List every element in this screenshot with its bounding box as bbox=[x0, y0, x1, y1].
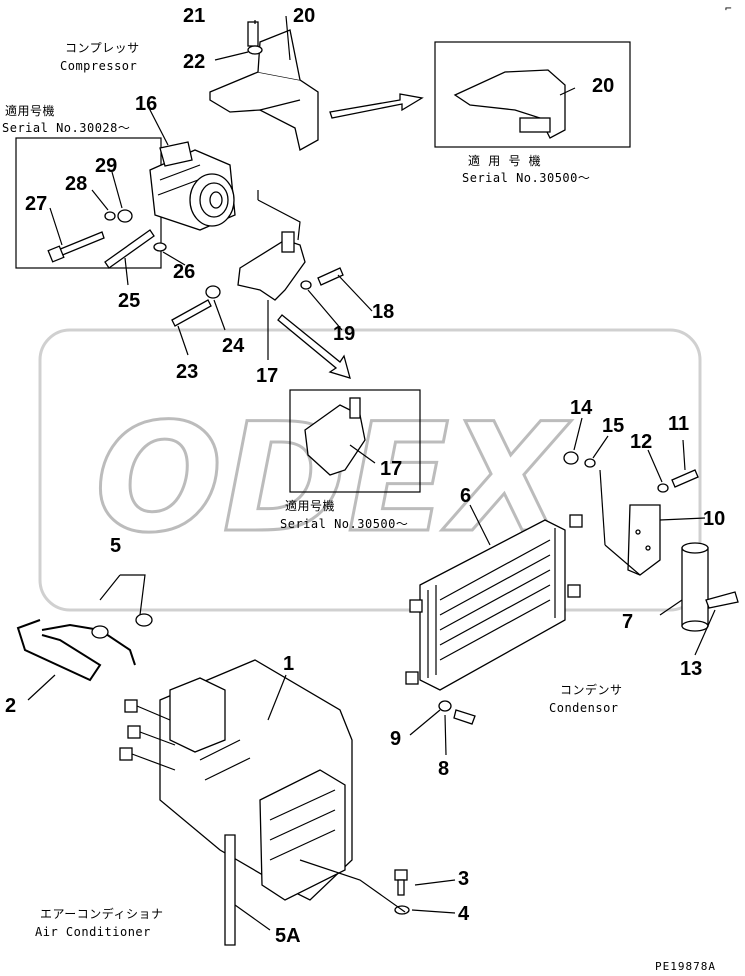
compressor-label-en: Compressor bbox=[60, 59, 137, 73]
compressor-drawing bbox=[149, 141, 236, 231]
callout-25: 25 bbox=[118, 290, 140, 312]
corner-mark: ⌐ bbox=[725, 2, 733, 15]
serial3-label-en: Serial No.30500～ bbox=[280, 517, 408, 531]
callout-26: 26 bbox=[173, 261, 195, 283]
callout-20a: 20 bbox=[293, 5, 315, 27]
callout-13: 13 bbox=[680, 658, 702, 680]
page-code: PE19878A bbox=[655, 960, 716, 973]
condenser-label-en: Condensor bbox=[549, 701, 619, 715]
serial1-label-jp: 適用号機 bbox=[5, 103, 55, 118]
callout-22: 22 bbox=[183, 51, 205, 73]
receiver-drier-7 bbox=[681, 542, 739, 632]
bracket-17-alt bbox=[304, 397, 366, 476]
serial2-label-en: Serial No.30500～ bbox=[462, 171, 590, 185]
arrow-to-inset-20 bbox=[329, 93, 424, 119]
compressor-label-jp: コンプレッサ bbox=[65, 41, 140, 55]
callout-11: 11 bbox=[668, 413, 689, 435]
callout-9: 9 bbox=[390, 728, 401, 750]
callout-28: 28 bbox=[65, 173, 87, 195]
inset-box-20 bbox=[434, 41, 631, 148]
callout-17b: 17 bbox=[380, 458, 402, 480]
bolt-3-washer-4 bbox=[299, 859, 410, 915]
callout-14: 14 bbox=[570, 397, 593, 419]
callout-12: 12 bbox=[630, 431, 652, 453]
bracket-17 bbox=[237, 190, 306, 301]
callout-21: 21 bbox=[183, 5, 205, 27]
callout-8: 8 bbox=[438, 758, 449, 780]
callout-3: 3 bbox=[458, 868, 469, 890]
callout-18: 18 bbox=[372, 301, 394, 323]
clamp-5b bbox=[135, 613, 153, 627]
odex-watermark: ODEX bbox=[38, 328, 702, 612]
callout-5: 5 bbox=[110, 535, 121, 557]
arrow-to-inset-17 bbox=[277, 314, 351, 379]
serial1-label-en: Serial No.30028～ bbox=[2, 121, 130, 135]
callout-2: 2 bbox=[5, 695, 16, 717]
callout-19: 19 bbox=[333, 323, 355, 345]
inset-box-17 bbox=[289, 389, 421, 493]
callout-7: 7 bbox=[622, 611, 633, 633]
callout-29: 29 bbox=[95, 155, 117, 177]
aircon-label-jp: エアーコンディショナ bbox=[40, 906, 163, 921]
clamp-5a bbox=[91, 625, 109, 639]
callout-16: 16 bbox=[135, 93, 157, 115]
air-conditioner-unit bbox=[119, 659, 353, 946]
compressor-bolts bbox=[47, 209, 167, 269]
condenser-label-jp: コンデンサ bbox=[560, 682, 623, 697]
callout-5a: 5A bbox=[275, 925, 301, 947]
leader-lines bbox=[27, 15, 716, 914]
callout-20b: 20 bbox=[592, 75, 614, 97]
callout-6: 6 bbox=[460, 485, 471, 507]
condenser-drawing bbox=[405, 514, 583, 691]
callout-1: 1 bbox=[283, 653, 294, 675]
clamp-leader bbox=[99, 574, 146, 616]
callout-10: 10 bbox=[703, 508, 725, 530]
callout-4: 4 bbox=[458, 903, 470, 925]
hose-2 bbox=[16, 619, 136, 682]
bracket-20 bbox=[209, 21, 319, 151]
callout-15: 15 bbox=[602, 415, 624, 437]
bracket-20-alt bbox=[453, 69, 566, 139]
serial3-label-jp: 適用号機 bbox=[285, 498, 335, 513]
condenser-fasteners bbox=[438, 451, 699, 725]
serial2-label-jp: 適 用 号 機 bbox=[468, 153, 541, 168]
aircon-label-en: Air Conditioner bbox=[35, 925, 151, 939]
callout-27: 27 bbox=[25, 193, 47, 215]
callout-24: 24 bbox=[222, 335, 245, 357]
callout-17a: 17 bbox=[256, 365, 278, 387]
bracket-17-fasteners bbox=[171, 267, 344, 327]
receiver-bracket-10 bbox=[599, 469, 661, 576]
callout-numbers: 1 2 3 4 5 5A 6 7 8 9 10 11 12 13 14 15 1… bbox=[5, 5, 725, 947]
leader-5a bbox=[234, 904, 271, 931]
callout-23: 23 bbox=[176, 361, 198, 383]
